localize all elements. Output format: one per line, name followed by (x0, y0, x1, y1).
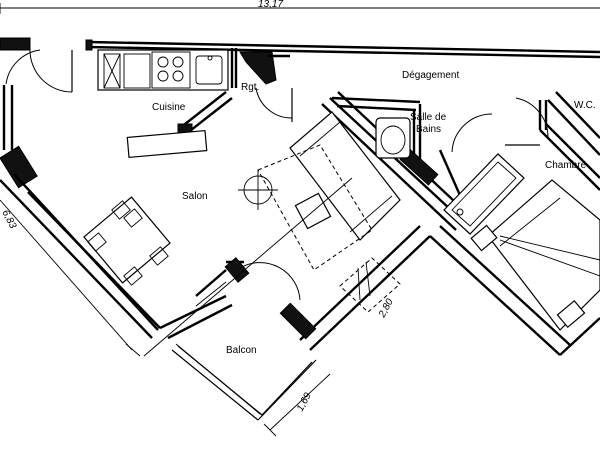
washbasin (375, 117, 411, 159)
dimension-lines (0, 177, 353, 437)
room-label-chambre: Chambre (545, 160, 587, 171)
dimension-salon-diagonal: 2,80 (376, 297, 396, 321)
room-label-salon: Salon (182, 191, 208, 202)
room-label-balcon: Balcon (226, 345, 257, 356)
dimension-balcon-depth: 1,69 (295, 391, 314, 414)
door-arcs (5, 49, 549, 301)
kitchen-counter (97, 49, 229, 91)
dining-table (83, 196, 171, 286)
bathtub (443, 153, 525, 235)
bed (470, 179, 600, 331)
staircase-railing (339, 257, 401, 313)
interior-walls (177, 48, 600, 297)
outer-walls (0, 37, 600, 421)
room-label-salle-de-bains-line1: Salle de (410, 112, 447, 123)
top-dimension: 13,17 (0, 0, 600, 14)
balcon-railing (175, 281, 261, 415)
room-label-salle-de-bains-line2: Bains (416, 124, 441, 135)
room-label-degagement: Dégagement (402, 70, 459, 81)
room-label-cuisine: Cuisine (152, 102, 186, 113)
kitchen-island (126, 129, 208, 159)
dimension-total-width: 13,17 (258, 0, 283, 10)
room-label-wc: W.C. (574, 100, 596, 111)
dimension-left-wall: 6,83 (0, 208, 18, 231)
room-label-rgt: Rgt. (241, 82, 259, 93)
